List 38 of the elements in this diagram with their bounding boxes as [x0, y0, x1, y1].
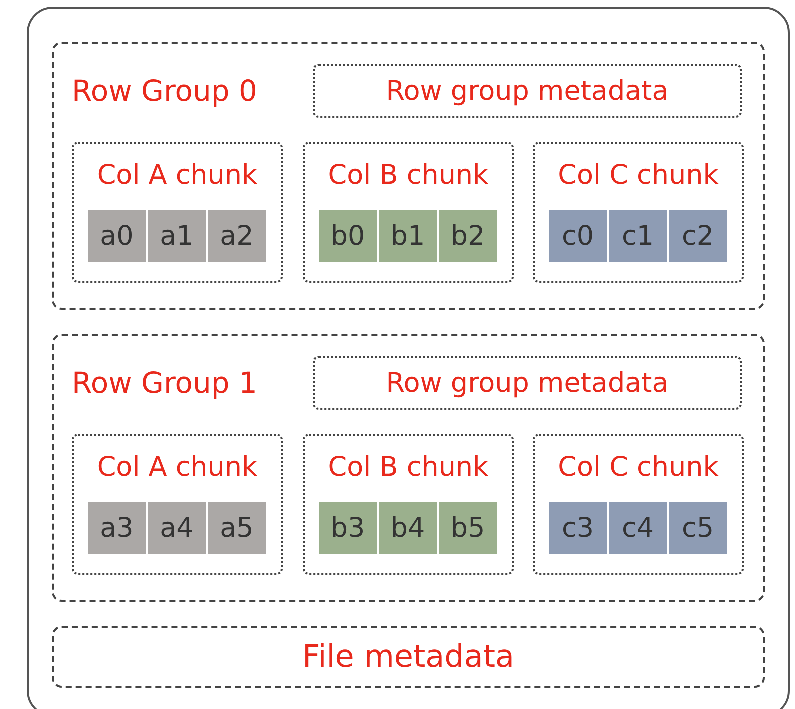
row-group-frame	[52, 42, 765, 310]
column-chunk-frame	[533, 434, 744, 575]
column-chunk-label: Col A chunk	[96, 452, 259, 483]
value-cell: a1	[148, 210, 206, 262]
column-chunk-frame	[303, 434, 514, 575]
value-cell: a0	[88, 210, 146, 262]
value-cell: a4	[148, 502, 206, 554]
value-cell: a2	[208, 210, 266, 262]
row-group-label: Row Group 1	[72, 366, 258, 400]
column-chunk-label: Col A chunk	[96, 160, 259, 191]
value-cell: b2	[439, 210, 497, 262]
row-group-label: Row Group 0	[72, 74, 258, 108]
column-chunk-frame	[72, 142, 283, 283]
value-cell: c2	[669, 210, 727, 262]
value-cell: c5	[669, 502, 727, 554]
column-chunk-frame	[303, 142, 514, 283]
column-chunk-label: Col B chunk	[327, 452, 490, 483]
value-cell: b0	[319, 210, 377, 262]
column-chunk-label: Col B chunk	[327, 160, 490, 191]
value-cell: c3	[549, 502, 607, 554]
file-metadata-box: File metadata	[52, 626, 765, 688]
value-cell: c0	[549, 210, 607, 262]
value-cell: c1	[609, 210, 667, 262]
value-cell: b5	[439, 502, 497, 554]
value-cell: c4	[609, 502, 667, 554]
file-frame	[27, 7, 790, 709]
column-chunk-label: Col C chunk	[557, 452, 720, 483]
row-group-metadata-box: Row group metadata	[313, 64, 742, 118]
value-cell: b4	[379, 502, 437, 554]
column-chunk-frame	[72, 434, 283, 575]
value-cell: b1	[379, 210, 437, 262]
column-chunk-label: Col C chunk	[557, 160, 720, 191]
column-chunk-frame	[533, 142, 744, 283]
value-cell: a5	[208, 502, 266, 554]
row-group-frame	[52, 334, 765, 602]
row-group-metadata-box: Row group metadata	[313, 356, 742, 410]
value-cell: b3	[319, 502, 377, 554]
value-cell: a3	[88, 502, 146, 554]
